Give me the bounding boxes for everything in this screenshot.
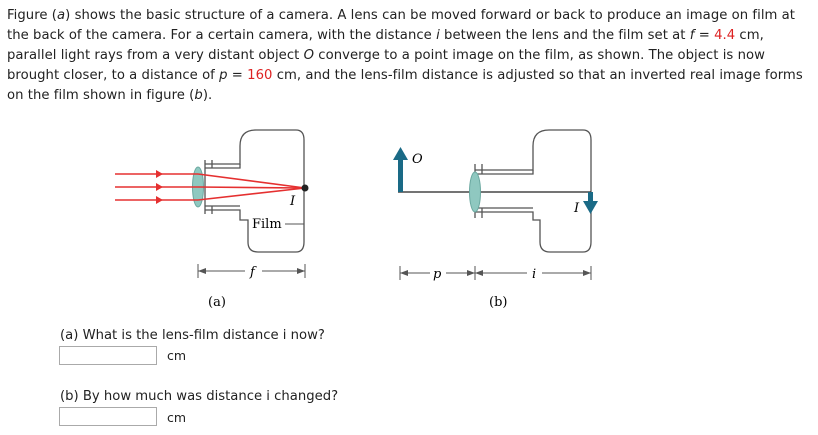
film-label: Film (252, 217, 282, 232)
f-value: 4.4 (714, 28, 736, 43)
f-label: f (249, 265, 257, 280)
image-arrow (583, 192, 598, 214)
camera-b (474, 129, 592, 253)
answer-a-input[interactable] (59, 346, 157, 365)
problem-statement: Figure (a) shows the basic structure of … (7, 8, 803, 103)
caption-a: (a) (208, 295, 226, 310)
image-label-b: I (573, 201, 580, 216)
ray-arrows (156, 170, 163, 204)
dimension-f (197, 264, 306, 278)
answer-b-input[interactable] (59, 407, 157, 426)
image-label-a: I (289, 194, 296, 209)
light-rays (115, 173, 306, 201)
question-a: (a) What is the lens-film distance i now… (60, 328, 325, 343)
p-label: p (433, 267, 442, 282)
dimension-p-i (399, 266, 592, 280)
i-label: i (532, 267, 536, 282)
object-label: O (412, 152, 423, 167)
camera-a (204, 129, 305, 253)
object-arrow (393, 147, 408, 192)
lens-b (469, 171, 481, 213)
image-point-a (301, 184, 309, 192)
answer-a-unit: cm (167, 348, 187, 363)
answer-b-unit: cm (167, 410, 187, 425)
caption-b: (b) (489, 295, 507, 310)
question-b: (b) By how much was distance i changed? (60, 389, 339, 404)
p-value: 160 (247, 68, 273, 83)
